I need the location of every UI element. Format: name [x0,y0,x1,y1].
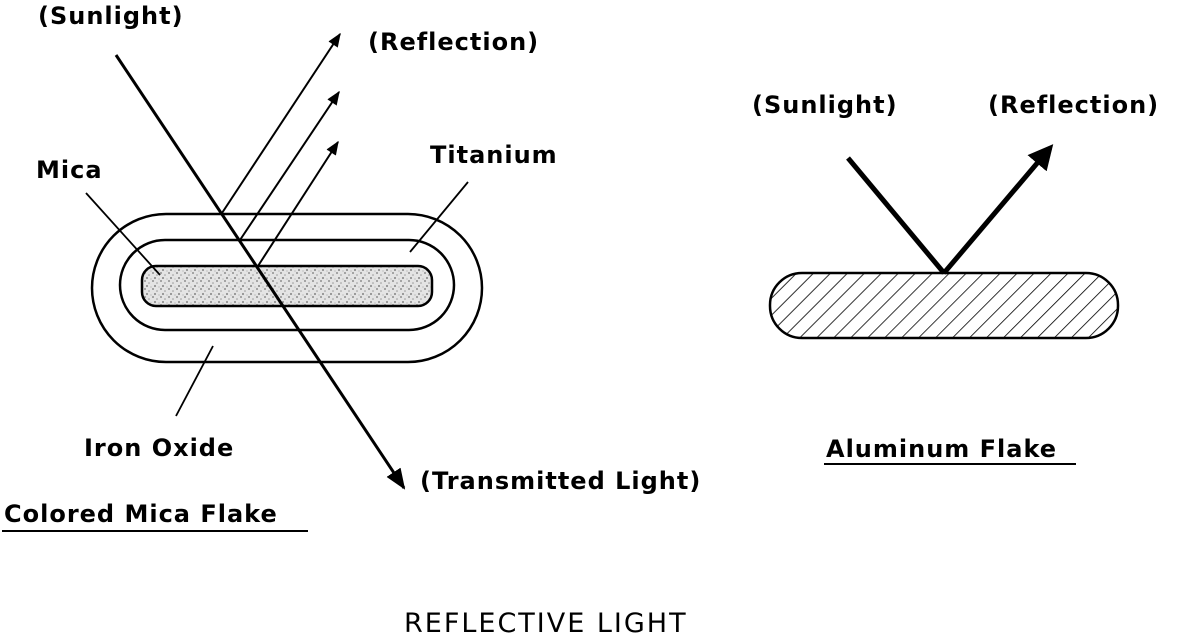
iron-oxide-layer [90,212,484,364]
aluminum-sunlight-ray [846,156,946,275]
aluminum-reflection-ray [942,144,1054,275]
titanium-leader-line [409,181,469,253]
iron-oxide-label: Iron Oxide [84,434,235,462]
aluminum-flake [768,144,1120,465]
titanium-label: Titanium [430,141,558,169]
transmitted-light-label: (Transmitted Light) [420,467,702,495]
aluminum-sunlight-label: (Sunlight) [752,91,898,119]
iron-oxide-leader-line [175,345,214,417]
mica-label: Mica [36,156,103,184]
mica-core [140,264,434,308]
colored-mica-flake [2,32,484,532]
titanium-layer [118,238,456,332]
sunlight-transmitted-ray [114,54,406,490]
aluminum-reflection-label: (Reflection) [988,91,1160,119]
aluminum-flake-caption: Aluminum Flake [826,435,1058,463]
aluminum-flake-body [768,271,1120,340]
reflection-ray-2 [239,90,340,241]
diagram-title: REFLECTIVE LIGHT [404,608,688,639]
colored-mica-flake-caption: Colored Mica Flake [4,500,278,528]
mica-leader-line [85,192,161,276]
mica-sunlight-label: (Sunlight) [38,2,184,30]
mica-reflection-label: (Reflection) [368,28,540,56]
reflection-ray-3 [257,140,339,267]
reflection-ray-1 [221,32,341,214]
